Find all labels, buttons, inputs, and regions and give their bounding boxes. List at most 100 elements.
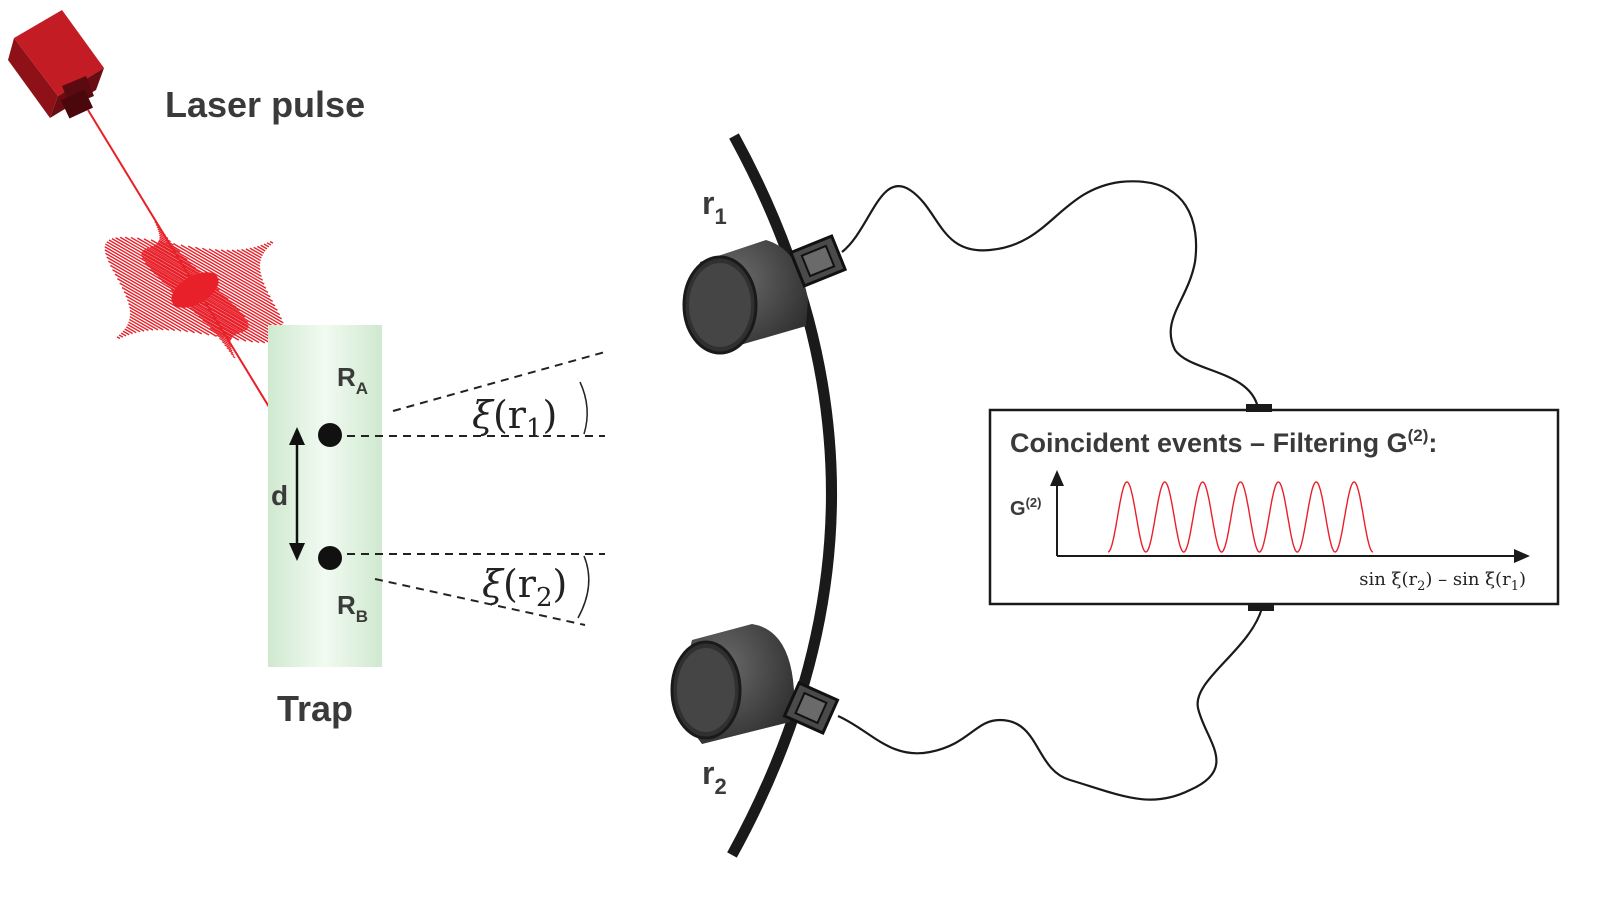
pulse-wave-line: [231, 249, 261, 267]
ray-a-angled: [392, 351, 606, 412]
pulse-wave-line: [256, 245, 266, 252]
pulse-wave-line: [263, 243, 270, 248]
atom-b: [318, 546, 342, 570]
pulse-wave-line: [158, 232, 169, 239]
pulse-wave-line: [230, 353, 235, 356]
pulse-wave-line: [220, 249, 261, 274]
pulse-wave-line: [158, 240, 184, 257]
pulse-wave-line: [122, 330, 130, 336]
cable-2: [837, 607, 1264, 801]
camera-detector-icon: [670, 624, 840, 744]
pulse-wave-line: [266, 242, 272, 246]
pulse-wave-line: [236, 249, 261, 264]
pulse-wave-line: [219, 337, 231, 346]
atom-b-label: RB: [337, 590, 368, 626]
pulse-wave-line: [209, 327, 232, 341]
pulse-wave-line: [124, 328, 134, 335]
pulse-wave-line: [129, 313, 159, 331]
pulse-wave-line: [128, 302, 176, 332]
pulse-wave-line: [125, 326, 137, 334]
pulse-wave-line: [228, 350, 234, 354]
pulse-wave-line: [201, 247, 265, 285]
distance-arrow: [289, 427, 305, 561]
atom-a-label: RA: [337, 362, 368, 398]
pulse-wave-line: [180, 244, 271, 298]
pulse-wave-line: [213, 330, 231, 342]
laser-pulse-label: Laser pulse: [165, 84, 365, 125]
pulse-wave-line: [128, 321, 145, 332]
coincidence-panel: [988, 408, 1560, 606]
pulse-wave-line: [232, 355, 236, 359]
pulse-wave-line: [157, 276, 248, 330]
pulse-wave-line: [155, 244, 196, 269]
trap-region: [268, 325, 382, 667]
pulse-wave-line: [226, 347, 233, 352]
pulse-wave-line: [165, 241, 276, 307]
pulse-wave-line: [159, 236, 174, 246]
ray-b-angled: [374, 578, 586, 626]
pulse-wave-line: [202, 319, 233, 338]
pulse-wave-line: [158, 239, 181, 253]
pulse-wave-line: [126, 299, 182, 332]
camera-detector-icon: [682, 234, 848, 355]
phase-arc-2: [577, 555, 590, 619]
pulse-wave-line: [198, 315, 234, 337]
pulse-wave-line: [159, 234, 171, 243]
pulse-wave-line: [226, 249, 261, 271]
pulse-wave-line: [269, 240, 274, 244]
cable-1: [841, 180, 1260, 409]
interference-signal: [1107, 481, 1374, 553]
pulse-wave-line: [156, 226, 162, 230]
laser-box-icon: [8, 10, 104, 119]
phase-label-2: ξ(r2): [482, 562, 567, 613]
pulse-wave-line: [129, 316, 154, 331]
pulse-wave-line: [154, 221, 158, 225]
pulse-wave-line: [155, 224, 160, 227]
pulse-wave-line: [184, 302, 239, 335]
pulse-wave-line: [216, 334, 231, 344]
pulse-wave-line: [118, 334, 124, 338]
pulse-wave-line: [127, 323, 141, 333]
pulse-wave-line: [187, 245, 269, 294]
phase-arc-1: [579, 381, 588, 435]
pulse-wave-line: [119, 282, 210, 336]
laser-pulse-burst: [104, 221, 286, 359]
pulse-wave-line: [156, 243, 192, 265]
pulse-wave-line: [121, 286, 203, 335]
pulse-wave-line: [129, 306, 170, 331]
pulse-wave-line: [189, 306, 237, 335]
pulse-wave-line: [194, 311, 235, 336]
pulse-wave-line: [114, 273, 225, 339]
pulse-core: [171, 272, 219, 308]
distance-label: d: [271, 480, 288, 511]
detector-2-label: r2: [702, 755, 727, 799]
g2-axes: [1050, 470, 1530, 563]
detector-1-label: r1: [702, 185, 727, 229]
pulse-wave-line: [157, 228, 164, 233]
pulse-wave-line: [151, 245, 206, 278]
pulse-wave-line: [214, 248, 262, 278]
pulse-wave-line: [249, 247, 263, 257]
pulse-wave-line: [221, 341, 232, 348]
pulse-wave-line: [158, 230, 166, 236]
pulse-wave-line: [120, 332, 127, 337]
pulse-wave-line: [142, 250, 233, 304]
pulse-wave-line: [129, 309, 164, 331]
pulse-wave-line: [241, 248, 261, 262]
x-axis-label: sin ξ(r2) – sin ξ(r1): [1359, 569, 1526, 594]
panel-connector-top: [1246, 404, 1272, 412]
pulse-wave-line: [123, 291, 195, 334]
pulse-wave-line: [153, 245, 201, 274]
pulse-wave-line: [159, 238, 177, 250]
pulse-wave-line: [206, 323, 232, 340]
pulse-wave-line: [208, 248, 264, 281]
panel-connector-bottom: [1248, 603, 1274, 611]
detector-arc: [727, 133, 837, 858]
pulse-wave-line: [116, 336, 121, 340]
y-axis-label: G(2): [1010, 495, 1041, 520]
pulse-wave-line: [125, 295, 189, 333]
phase-label-1: ξ(r1): [472, 393, 557, 444]
pulse-wave-line: [245, 248, 262, 259]
pulse-wave-line: [260, 244, 268, 250]
